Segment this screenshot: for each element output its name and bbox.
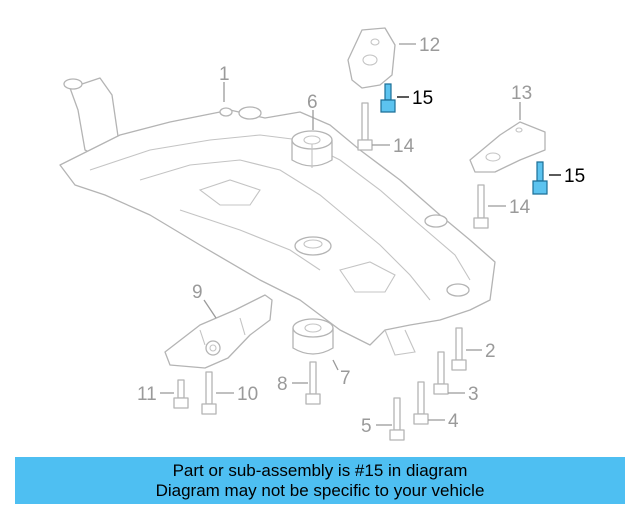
bolt-11: [173, 379, 189, 409]
bushing-7: [292, 318, 334, 355]
bolt-14-lower: [473, 184, 489, 229]
subframe: [59, 77, 496, 356]
callout-4: 4: [448, 411, 459, 432]
callout-14-upper: 14: [393, 136, 415, 157]
bushing-6: [291, 130, 333, 168]
callout-1: 1: [219, 64, 230, 85]
parts-diagram: 1 6 12 13 15 15 14 14 2 3 4 5 7 8 9 10 1…: [59, 27, 585, 441]
callout-15-lower: 15: [564, 166, 585, 187]
bolt-4: [413, 381, 429, 425]
bolt-15-lower: [532, 161, 548, 195]
bolt-15-upper: [380, 83, 396, 113]
bolt-8: [305, 361, 321, 405]
info-banner: Part or sub-assembly is #15 in diagram D…: [15, 457, 625, 504]
bolt-10: [201, 371, 217, 415]
bracket-12: [347, 27, 396, 89]
bolt-5: [389, 397, 405, 441]
banner-line-2: Diagram may not be specific to your vehi…: [155, 480, 485, 500]
banner-line-1: Part or sub-assembly is #15 in diagram: [172, 460, 468, 480]
callout-8: 8: [277, 374, 288, 395]
callout-6: 6: [307, 92, 318, 113]
bolt-14-upper: [357, 102, 373, 151]
leader-lines: [160, 43, 561, 426]
callout-12: 12: [419, 35, 440, 56]
callout-11: 11: [137, 384, 157, 405]
callout-2: 2: [485, 341, 496, 362]
callout-3: 3: [468, 384, 479, 405]
callout-15-upper: 15: [412, 88, 433, 109]
bracket-13: [469, 121, 546, 173]
bolt-3: [433, 351, 449, 395]
callout-9: 9: [192, 282, 203, 303]
mount-9: [164, 294, 273, 369]
callout-14-lower: 14: [509, 197, 531, 218]
callout-7: 7: [340, 368, 351, 389]
bolts: [173, 102, 489, 441]
bolt-2: [451, 327, 467, 371]
callout-5: 5: [361, 416, 372, 437]
callout-13: 13: [511, 83, 532, 104]
callout-10: 10: [237, 384, 258, 405]
